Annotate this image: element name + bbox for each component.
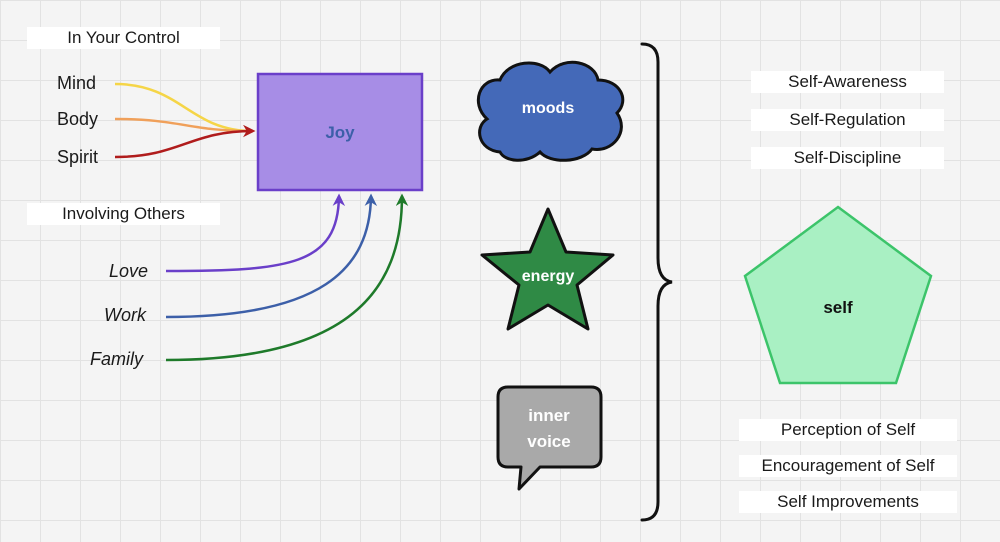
body-connector [114,117,251,133]
energy-star[interactable] [480,207,615,331]
perception-of-self-label: Perception of Self [739,419,957,441]
inner-voice-bubble[interactable] [496,385,603,491]
work-connector [165,193,378,319]
spirit-label: Spirit [57,147,99,167]
involving-others-header: Involving Others [27,203,220,225]
self-awareness-label: Self-Awareness [751,71,944,93]
body-label: Body [57,109,99,129]
joy-box[interactable] [256,72,424,192]
joy-label: Joy [325,123,355,142]
self-pentagon[interactable] [743,205,933,385]
curly-brace [640,42,673,522]
in-your-control-header: In Your Control [27,27,220,49]
mind-label: Mind [57,73,97,93]
moods-cloud[interactable] [476,60,625,162]
mind-connector [114,82,251,133]
family-connector [165,193,409,362]
inner-voice-line1: inner [528,406,570,425]
spirit-connector [114,124,256,159]
inner-voice-line2: voice [527,432,570,451]
work-label: Work [104,305,146,325]
self-improvements-label: Self Improvements [739,491,957,513]
self-label: self [823,298,853,317]
self-discipline-label: Self-Discipline [751,147,944,169]
self-regulation-label: Self-Regulation [751,109,944,131]
family-label: Family [90,349,143,369]
love-connector [165,193,346,273]
love-label: Love [109,261,149,281]
energy-label: energy [522,268,575,285]
encouragement-of-self-label: Encouragement of Self [739,455,957,477]
moods-label: moods [522,100,575,117]
